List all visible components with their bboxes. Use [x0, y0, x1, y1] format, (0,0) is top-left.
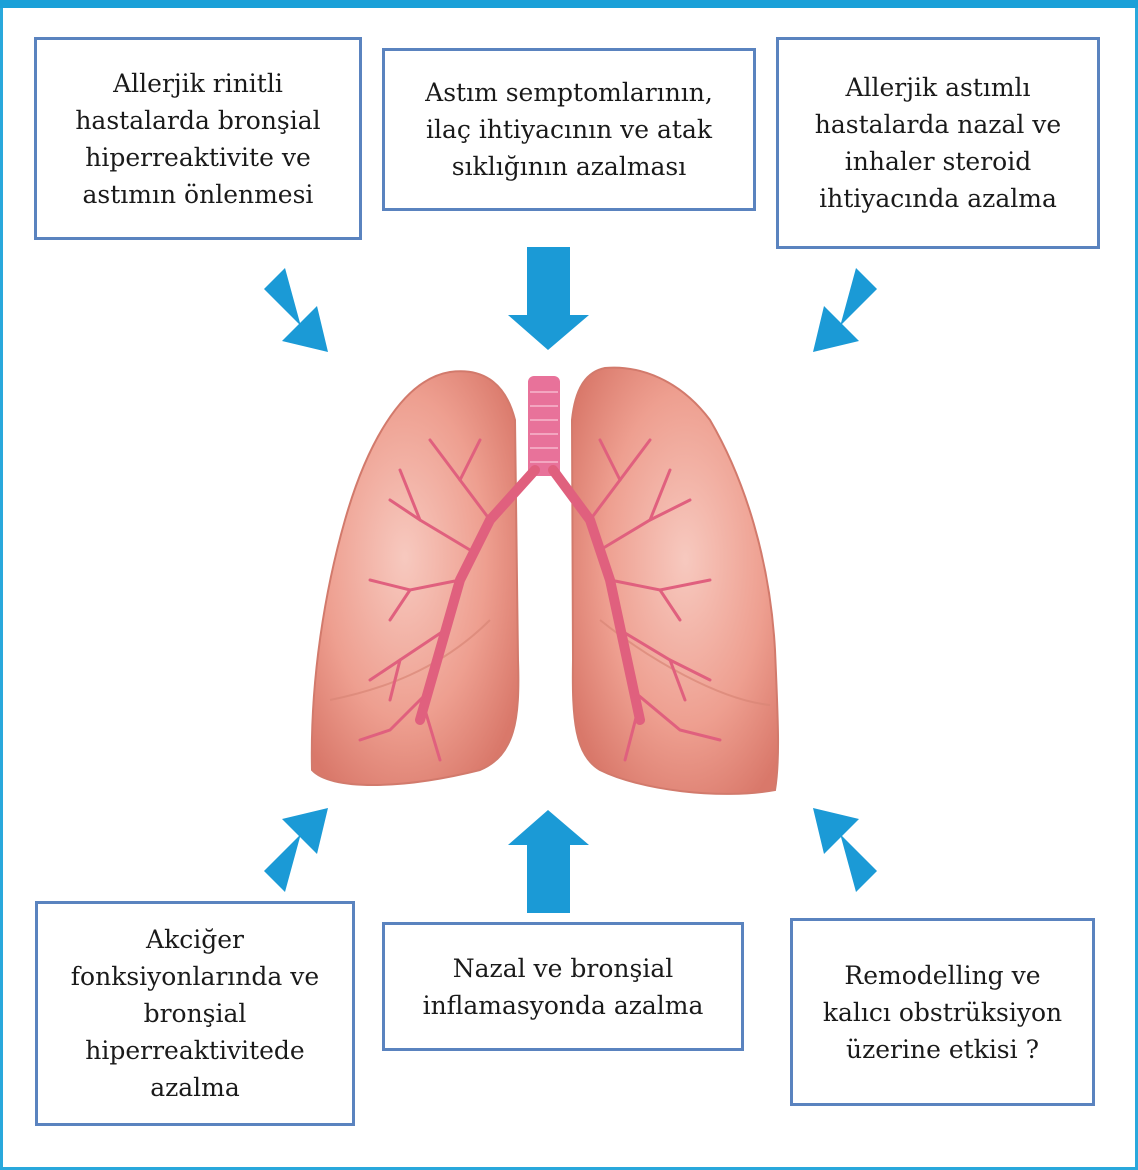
- left-lung: [312, 371, 519, 785]
- arrow-down-left-icon: [813, 268, 877, 352]
- arrow-down-right-icon: [264, 268, 328, 352]
- arrow-up-left-icon: [813, 808, 877, 892]
- arrow-up-center-icon: [508, 810, 589, 913]
- box-bottom-right: Remodelling ve kalıcı obstrüksiyon üzeri…: [790, 918, 1095, 1106]
- right-lung: [572, 368, 778, 794]
- arrow-up-right-icon: [264, 808, 328, 892]
- lungs-illustration: [312, 368, 778, 794]
- box-top-right: Allerjik astımlı hastalarda nazal ve inh…: [776, 37, 1100, 249]
- arrow-down-center-icon: [508, 247, 589, 350]
- box-top-left: Allerjik rinitli hastalarda bronşial hip…: [34, 37, 362, 240]
- box-bottom-left: Akciğer fonksiyonlarında ve bronşial hip…: [35, 901, 355, 1126]
- box-top-center: Astım semptomlarının, ilaç ihtiyacının v…: [382, 48, 756, 211]
- box-bottom-center: Nazal ve bronşial inflamasyonda azalma: [382, 922, 744, 1051]
